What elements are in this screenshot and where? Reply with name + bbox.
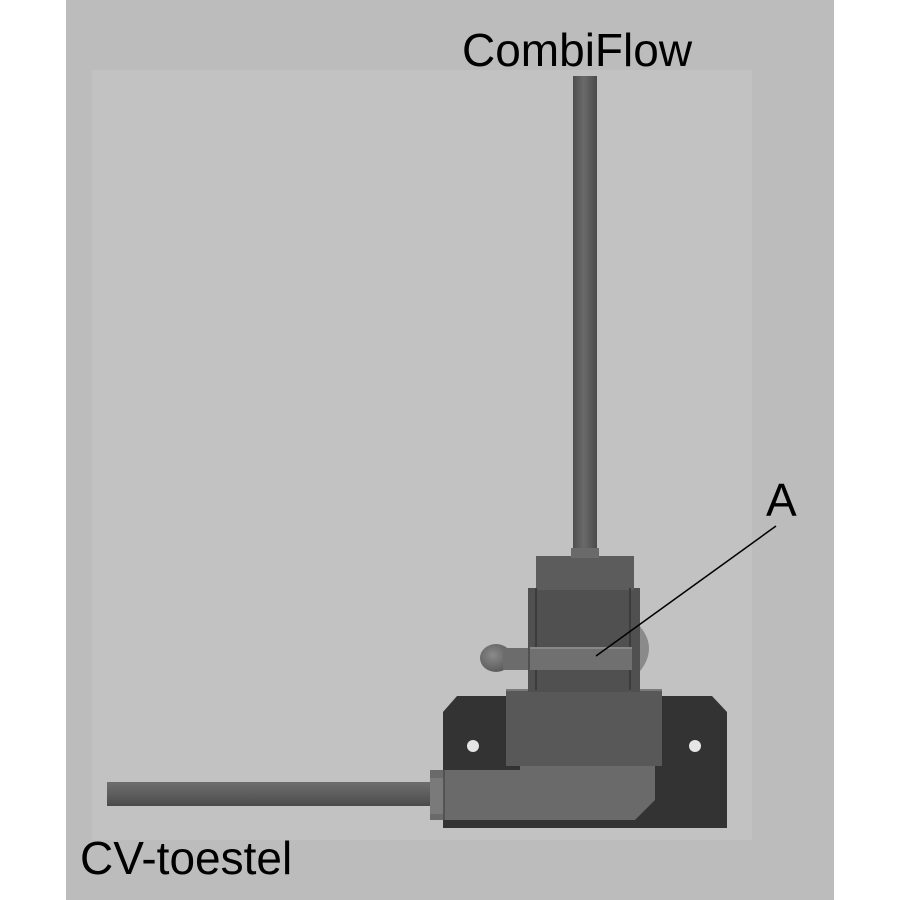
shaft-a (530, 648, 632, 670)
horizontal-pipe (107, 782, 437, 806)
label-a: A (766, 474, 797, 526)
center-block (506, 690, 662, 766)
vertical-pipe (573, 76, 597, 550)
label-cv-toestel: CV-toestel (80, 832, 292, 884)
label-combiflow: CombiFlow (462, 24, 693, 76)
lower-connector (430, 764, 655, 820)
callout-leader-line (595, 525, 777, 657)
knob (480, 644, 533, 672)
mounting-hole-left (467, 740, 479, 752)
mounting-hole-right (689, 740, 701, 752)
valve-body (528, 548, 640, 692)
